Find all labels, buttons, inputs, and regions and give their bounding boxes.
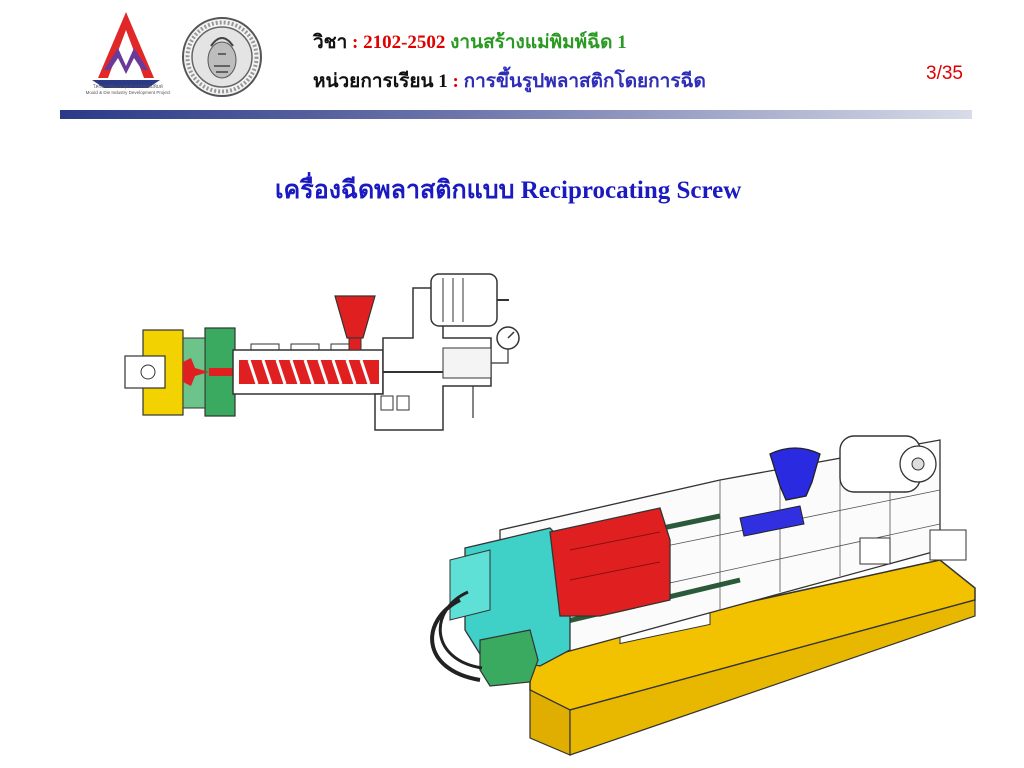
unit-separator: :: [447, 71, 464, 92]
course-label: วิชา: [313, 32, 348, 53]
course-name: งานสร้างแม่พิมพ์ฉีด 1: [445, 32, 627, 53]
vocational-education-seal-icon: [182, 17, 262, 97]
logo-caption-th: โครงการพัฒนาอุตสาหกรรมแม่พิมพ์: [93, 84, 163, 89]
slide-title: เครื่องฉีดพลาสติกแบบ Reciprocating Screw: [275, 177, 742, 204]
course-code: 2102-2502: [363, 32, 446, 53]
header-divider: [60, 110, 972, 119]
unit-line: หน่วยการเรียน 1 : การขึ้นรูปพลาสติกโดยกา…: [313, 66, 706, 96]
course-separator: :: [347, 32, 364, 53]
injection-machine-illustration: [430, 435, 976, 756]
logo-caption: โครงการพัฒนาอุตสาหกรรมแม่พิมพ์ Mould & D…: [76, 84, 180, 96]
page-number: 3/35: [926, 63, 963, 84]
unit-name: การขึ้นรูปพลาสติกโดยการฉีด: [463, 71, 706, 92]
unit-label: หน่วยการเรียน 1: [313, 71, 448, 92]
course-line: วิชา : 2102-2502 งานสร้างแม่พิมพ์ฉีด 1: [313, 27, 627, 57]
logo-caption-en: Mould & Die Industry Development Project: [85, 90, 171, 95]
mould-die-logo-icon: [92, 12, 160, 88]
injection-unit-section-diagram: [124, 273, 520, 431]
